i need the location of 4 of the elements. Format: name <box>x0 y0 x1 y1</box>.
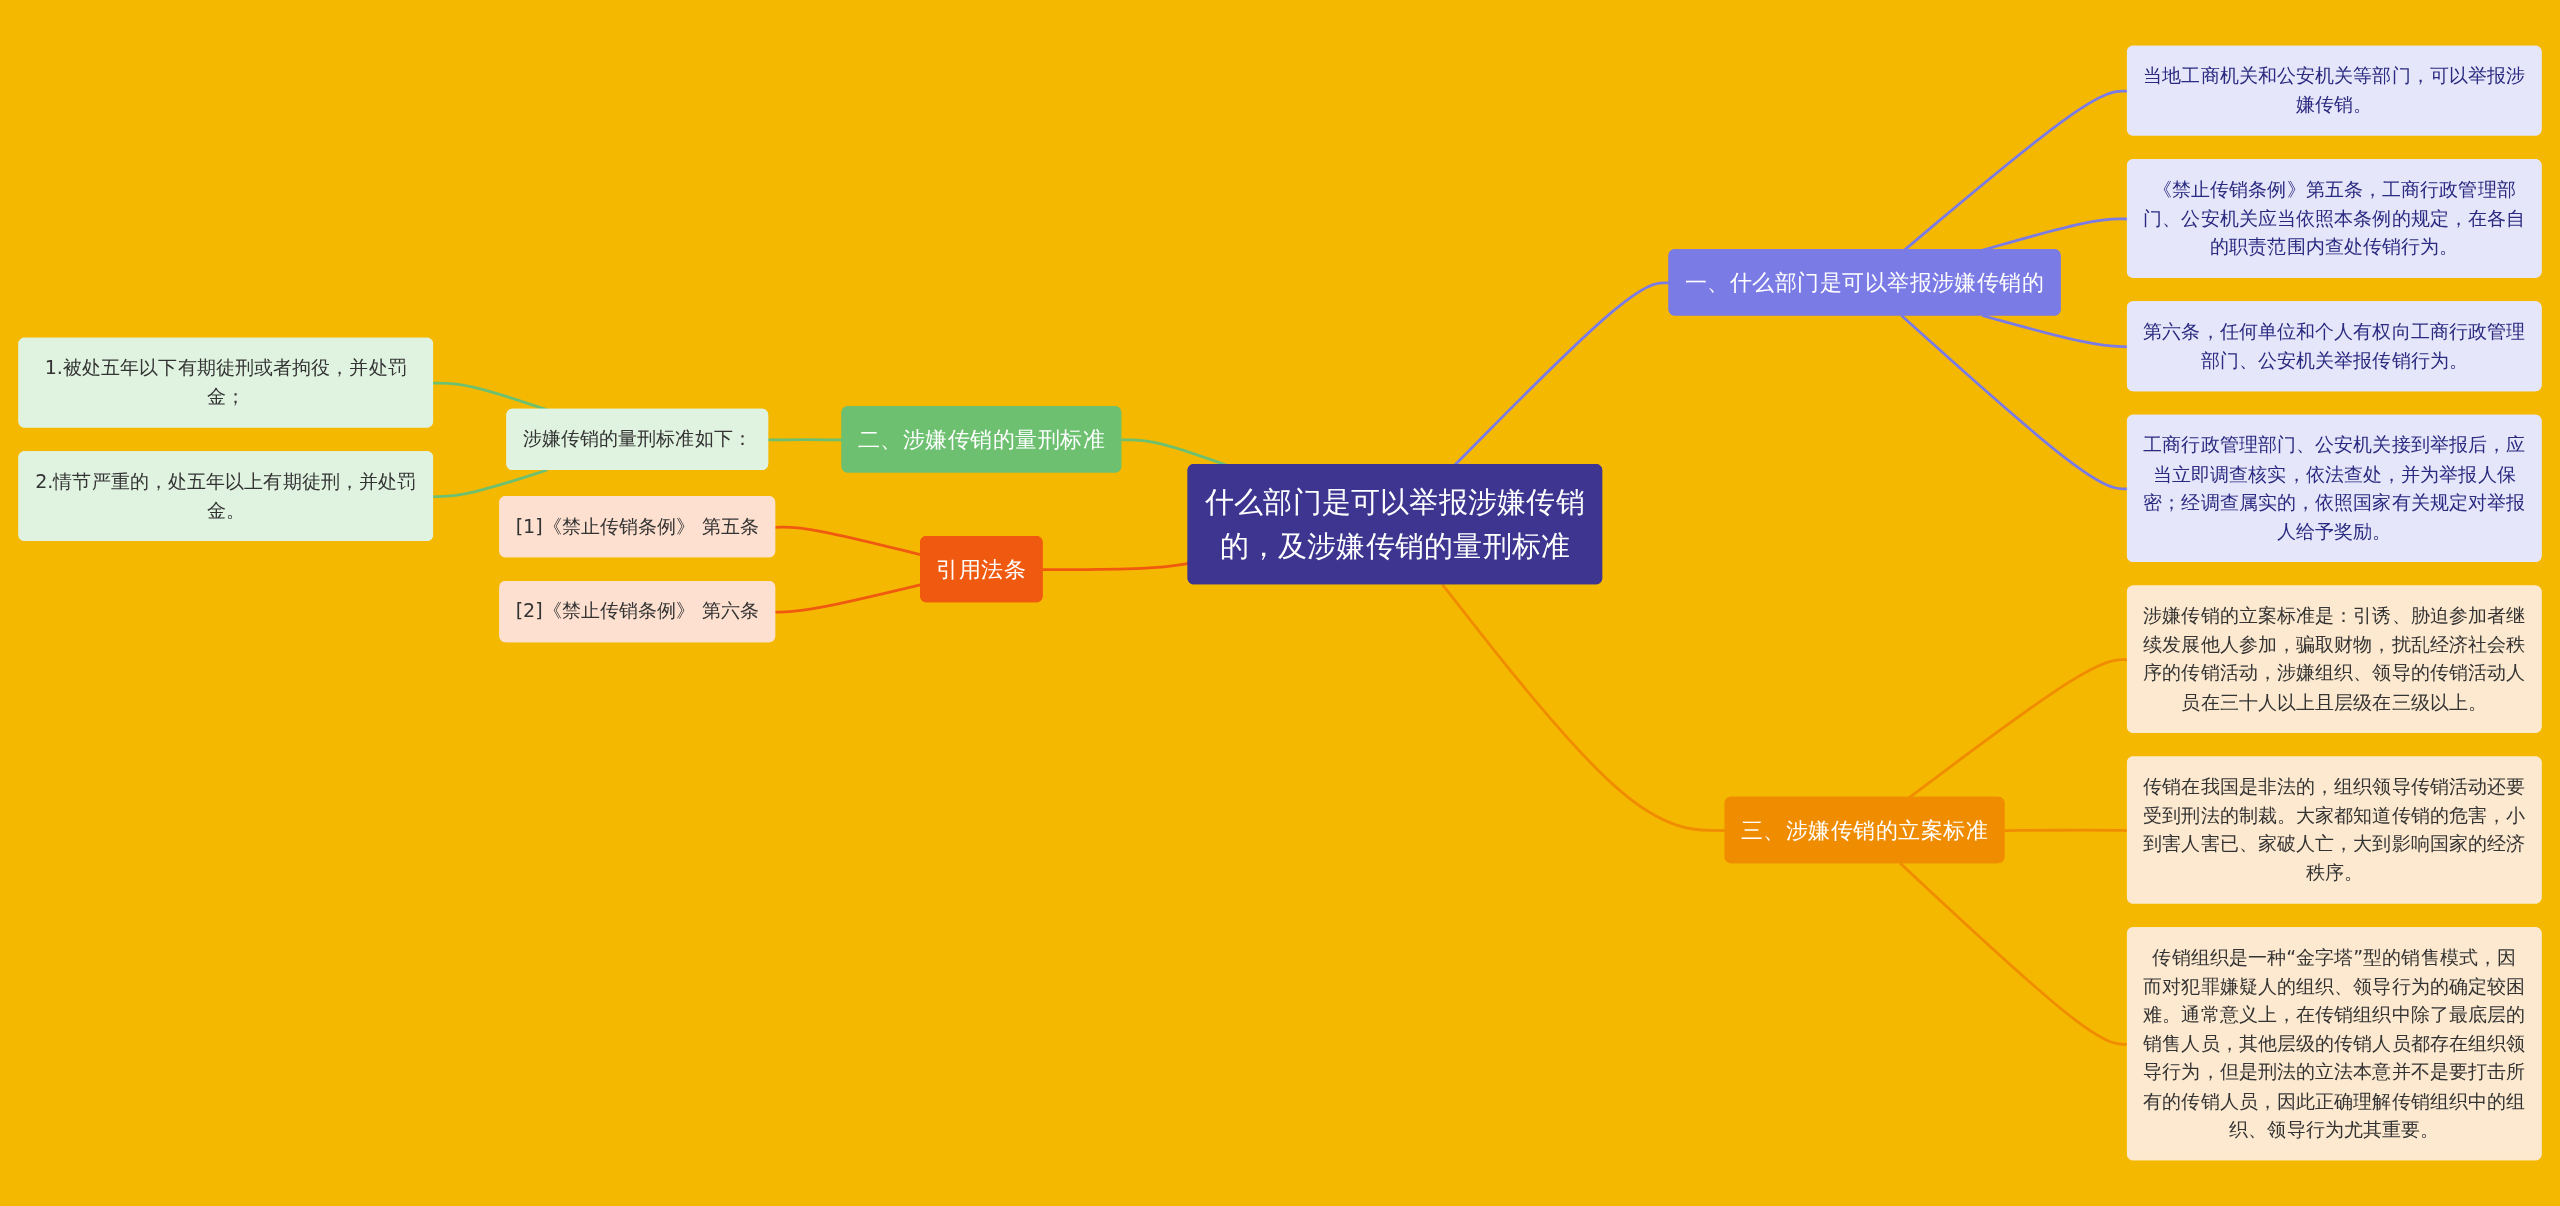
connector <box>1042 562 1189 572</box>
connector <box>433 468 548 499</box>
connector <box>768 438 843 442</box>
connector <box>1441 583 1726 832</box>
